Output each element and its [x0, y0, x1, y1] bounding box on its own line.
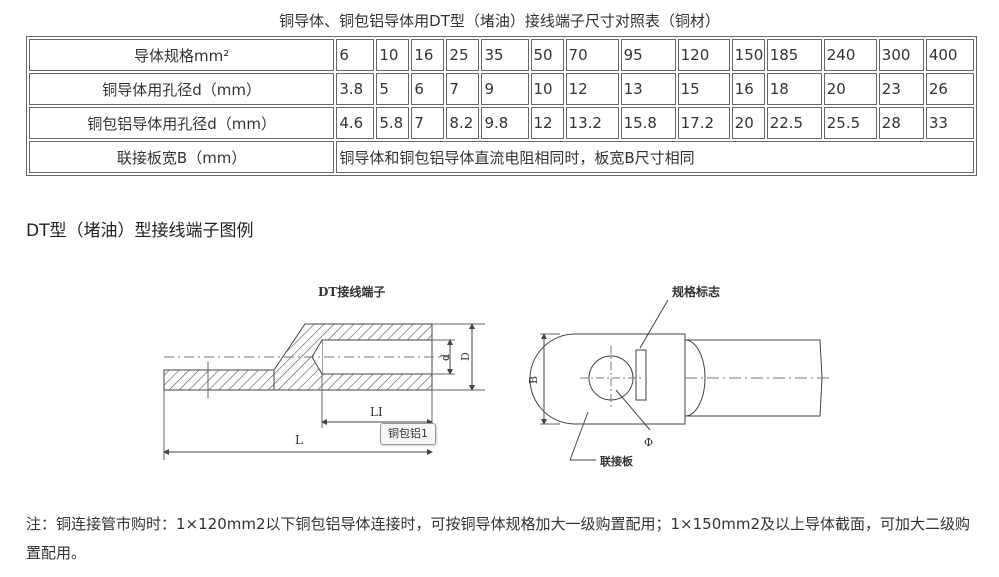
dim-L-label: L	[295, 433, 303, 447]
table-cell: 7	[411, 107, 445, 139]
table-cell: 20	[823, 73, 877, 105]
table-cell: 13.2	[565, 107, 619, 139]
table-cell: 12	[565, 73, 619, 105]
dim-L1-label: LI	[370, 405, 383, 419]
table-cell: 26	[925, 73, 974, 105]
table-cell: 120	[677, 39, 730, 71]
table-cell: 33	[925, 107, 974, 139]
image-tooltip: 铜包铝1	[380, 423, 436, 445]
table-cell: 16	[411, 39, 445, 71]
section-title: DT型（堵油）型接线端子图例	[26, 221, 254, 241]
table-cell: 70	[565, 39, 619, 71]
table-cell: 15.8	[620, 107, 676, 139]
table-cell: 22.5	[766, 107, 822, 139]
table-cell: 35	[481, 39, 529, 71]
row-label: 联接板宽B（mm）	[29, 141, 335, 173]
merged-cell: 铜导体和铜包铝导体直流电阻相同时，板宽B尺寸相同	[336, 141, 974, 173]
table-cell: 25	[446, 39, 480, 71]
left-diagram-title: DT接线端子	[318, 284, 385, 299]
table-cell: 17.2	[677, 107, 730, 139]
table-cell: 6	[411, 73, 445, 105]
row-label: 铜导体用孔径d（mm）	[29, 73, 335, 105]
table-cell: 400	[925, 39, 974, 71]
table-cell: 15	[677, 73, 730, 105]
plate-label: 联接板	[600, 454, 634, 468]
table-cell: 50	[530, 39, 564, 71]
dim-B-label: B	[527, 376, 540, 384]
table-cell: 18	[766, 73, 822, 105]
table-row: 联接板宽B（mm）铜导体和铜包铝导体直流电阻相同时，板宽B尺寸相同	[29, 141, 974, 173]
table-cell: 7	[446, 73, 480, 105]
dim-phi-label: Φ	[644, 436, 653, 449]
table-cell: 9.8	[481, 107, 529, 139]
row-label: 导体规格mm²	[29, 39, 335, 71]
dim-D-label: D	[459, 352, 472, 361]
table-cell: 4.6	[336, 107, 375, 139]
table-cell: 12	[530, 107, 564, 139]
right-diagram-title: 规格标志	[672, 284, 720, 299]
table-cell: 9	[481, 73, 529, 105]
dt-terminal-diagram: DT接线端子 d D LI L 规格标志 B Φ 联接板	[163, 284, 830, 468]
table-cell: 28	[878, 107, 924, 139]
table-cell: 10	[530, 73, 564, 105]
table-cell: 25.5	[823, 107, 877, 139]
table-cell: 185	[766, 39, 822, 71]
table-cell: 10	[376, 39, 410, 71]
table-cell: 6	[336, 39, 375, 71]
table-cell: 23	[878, 73, 924, 105]
table-cell: 5	[376, 73, 410, 105]
table-cell: 16	[731, 73, 765, 105]
table-cell: 3.8	[336, 73, 375, 105]
table-cell: 8.2	[446, 107, 480, 139]
table-cell: 5.8	[376, 107, 410, 139]
footnote: 注：铜连接管市购时：1×120mm2以下铜包铝导体连接时，可按铜导体规格加大一级…	[26, 515, 971, 562]
table-cell: 150	[731, 39, 765, 71]
table-caption: 铜导体、铜包铝导体用DT型（堵油）接线端子尺寸对照表（铜材）	[279, 12, 720, 30]
table-cell: 13	[620, 73, 676, 105]
table-cell: 20	[731, 107, 765, 139]
row-label: 铜包铝导体用孔径d（mm）	[29, 107, 335, 139]
dim-d-label: d	[439, 354, 452, 361]
table-cell: 240	[823, 39, 877, 71]
table-cell: 95	[620, 39, 676, 71]
table-cell: 300	[878, 39, 924, 71]
